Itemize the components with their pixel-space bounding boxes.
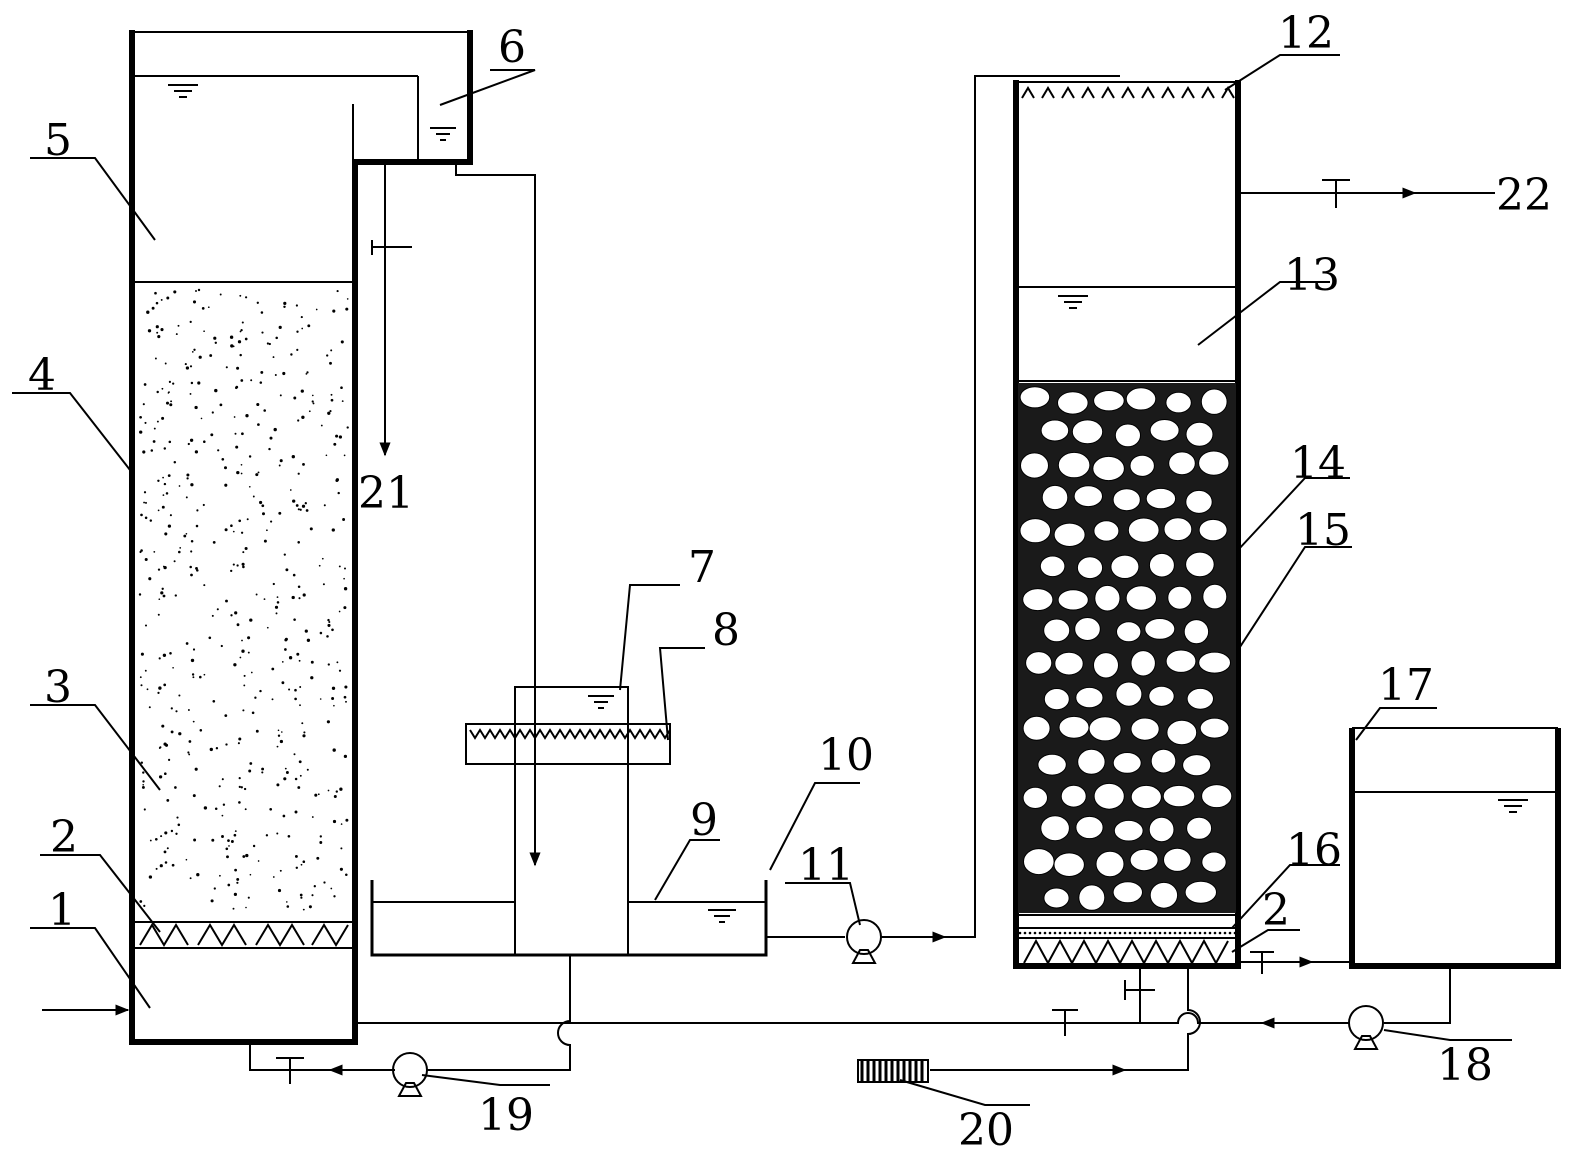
label-6: 6: [498, 22, 526, 73]
label-13: 13: [1284, 250, 1340, 301]
label-16: 16: [1286, 825, 1342, 876]
tank-17-wall: [1349, 728, 1561, 969]
right-column-wall: [1013, 80, 1241, 969]
label-15: 15: [1295, 505, 1351, 556]
support-layer: [1023, 938, 1229, 966]
label-12: 12: [1278, 8, 1334, 59]
pump-18: [355, 966, 1384, 1076]
left-reactor-wall: [129, 30, 473, 1045]
pump-19: [249, 955, 571, 1097]
label-17: 17: [1378, 660, 1434, 711]
label-22: 22: [1496, 170, 1552, 221]
label-3: 3: [44, 662, 72, 713]
layer-16: [1018, 931, 1237, 935]
pump-11: [846, 75, 1120, 964]
left-reactor: [42, 30, 541, 1045]
label-21: 21: [358, 468, 414, 519]
right-column: [1013, 80, 1495, 974]
label-9: 9: [690, 795, 718, 846]
water-level-icon: [708, 909, 736, 923]
spray-nozzles: [1021, 86, 1235, 99]
label-8: 8: [712, 605, 740, 656]
leader-lines: [12, 54, 1512, 1106]
pipe-6-to-7: [455, 164, 541, 867]
trough-8: [465, 723, 671, 765]
tank-17: [1349, 727, 1561, 1024]
label-1: 1: [48, 885, 76, 936]
gravel-stones: [1019, 386, 1233, 911]
label-19: 19: [478, 1090, 534, 1141]
sand-media: [138, 288, 349, 911]
water-level-icon: [1498, 799, 1528, 813]
label-2-right: 2: [1262, 885, 1290, 936]
label-7: 7: [688, 542, 716, 593]
tank-10: [370, 880, 768, 957]
support-layer: [139, 923, 349, 947]
water-level-icon: [168, 84, 198, 98]
label-14: 14: [1290, 438, 1346, 489]
tank-7: [514, 686, 629, 956]
label-5: 5: [44, 115, 72, 166]
label-10: 10: [818, 730, 874, 781]
weir-sawtooth: [469, 728, 671, 740]
air-pump-20: [857, 1059, 929, 1083]
middle-tanks: [370, 686, 845, 957]
labels: 1 2 3 4 5 6 7 8 9 10 11 12 13 14 15 17 1…: [28, 8, 1552, 1156]
label-4: 4: [28, 350, 56, 401]
label-18: 18: [1437, 1040, 1493, 1091]
water-level-icon: [1058, 295, 1088, 309]
label-2: 2: [50, 812, 78, 863]
label-20: 20: [958, 1105, 1014, 1156]
water-level-icon: [430, 127, 456, 141]
label-11: 11: [798, 840, 854, 891]
water-level-icon: [588, 695, 614, 709]
